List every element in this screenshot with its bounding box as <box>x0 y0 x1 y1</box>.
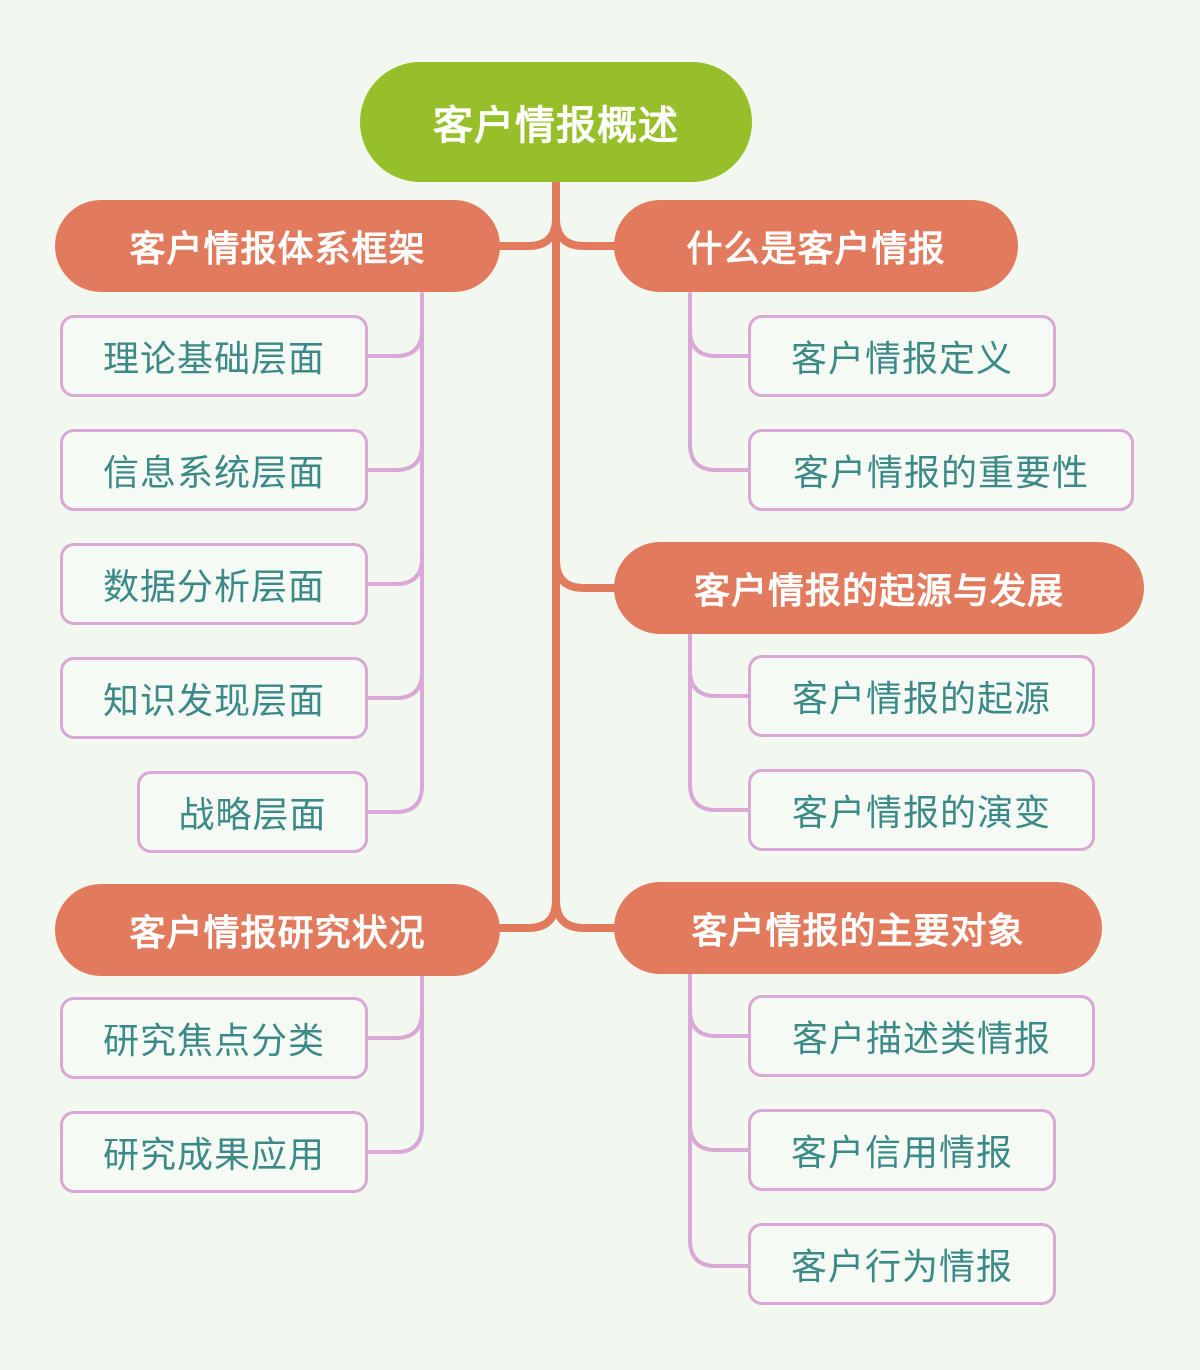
leaf-importance[interactable]: 客户情报的重要性 <box>748 429 1134 511</box>
root-topic[interactable]: 客户情报概述 <box>360 62 752 182</box>
leaf-knowledge-level[interactable]: 知识发现层面 <box>60 657 368 739</box>
leaf-credit-info[interactable]: 客户信用情报 <box>748 1109 1056 1191</box>
branch-research-status[interactable]: 客户情报研究状况 <box>55 884 500 976</box>
leaf-descriptive-info[interactable]: 客户描述类情报 <box>748 995 1095 1077</box>
branch-origin-development[interactable]: 客户情报的起源与发展 <box>614 542 1144 634</box>
leaf-research-results[interactable]: 研究成果应用 <box>60 1111 368 1193</box>
leaf-info-system-level[interactable]: 信息系统层面 <box>60 429 368 511</box>
trunk-connectors <box>496 178 618 932</box>
branch-main-objects[interactable]: 客户情报的主要对象 <box>614 882 1102 974</box>
leaf-data-analysis-level[interactable]: 数据分析层面 <box>60 543 368 625</box>
leaf-research-focus[interactable]: 研究焦点分类 <box>60 997 368 1079</box>
leaf-evolution[interactable]: 客户情报的演变 <box>748 769 1095 851</box>
leaf-definition[interactable]: 客户情报定义 <box>748 315 1056 397</box>
leaf-theory-level[interactable]: 理论基础层面 <box>60 315 368 397</box>
leaf-strategy-level[interactable]: 战略层面 <box>137 771 368 853</box>
branch-what-is[interactable]: 什么是客户情报 <box>614 200 1018 292</box>
leaf-origin[interactable]: 客户情报的起源 <box>748 655 1095 737</box>
leaf-behavior-info[interactable]: 客户行为情报 <box>748 1223 1056 1305</box>
leaf-connectors <box>366 292 752 1268</box>
branch-framework[interactable]: 客户情报体系框架 <box>55 200 500 292</box>
